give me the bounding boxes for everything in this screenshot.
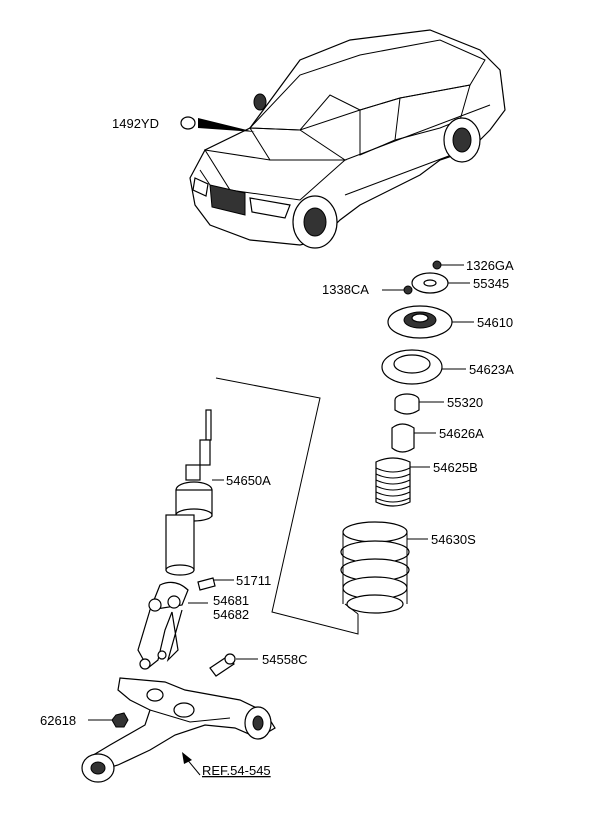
strut-mount-stack — [340, 260, 453, 614]
label-54625B: 54625B — [433, 460, 478, 475]
nut-1338CA — [403, 285, 413, 295]
bumper-55320 — [394, 400, 420, 415]
label-54626A: 54626A — [439, 426, 484, 441]
leader-lines — [88, 264, 474, 721]
label-51711: 51711 — [236, 573, 271, 588]
label-54682: 54682 — [213, 607, 249, 622]
label-54630S: 54630S — [431, 532, 476, 547]
leader-wedge — [198, 118, 255, 132]
strut-54650A — [165, 514, 195, 571]
label-54650A: 54650A — [226, 473, 271, 488]
label-1326GA: 1326GA — [466, 258, 514, 273]
car-illustration — [180, 29, 506, 249]
label-1492YD: 1492YD — [112, 116, 159, 131]
bolt-51711 — [197, 577, 216, 591]
label-54558C: 54558C — [262, 652, 308, 667]
label-54623A: 54623A — [469, 362, 514, 377]
assembly-bracket — [215, 377, 359, 635]
label-54681: 54681 — [213, 593, 249, 608]
label-55345: 55345 — [473, 276, 509, 291]
nut-1326GA — [432, 260, 442, 270]
nut-62618 — [111, 712, 129, 728]
hood-plug-part — [180, 116, 196, 130]
bumper-54626A — [391, 423, 415, 453]
coil-spring-54630S — [340, 521, 410, 614]
label-55320: 55320 — [447, 395, 483, 410]
fork-54681-54682 — [137, 581, 189, 670]
dust-cover-54625B — [375, 457, 411, 507]
part-labels: 1492YD 1326GA 1338CA 55345 54610 54623A … — [40, 116, 514, 778]
label-ref: REF.54-545 — [202, 763, 271, 778]
lower-control-arm — [81, 677, 276, 783]
label-62618: 62618 — [40, 713, 76, 728]
strut-assembly — [137, 409, 236, 677]
label-54610: 54610 — [477, 315, 513, 330]
label-1338CA: 1338CA — [322, 282, 369, 297]
